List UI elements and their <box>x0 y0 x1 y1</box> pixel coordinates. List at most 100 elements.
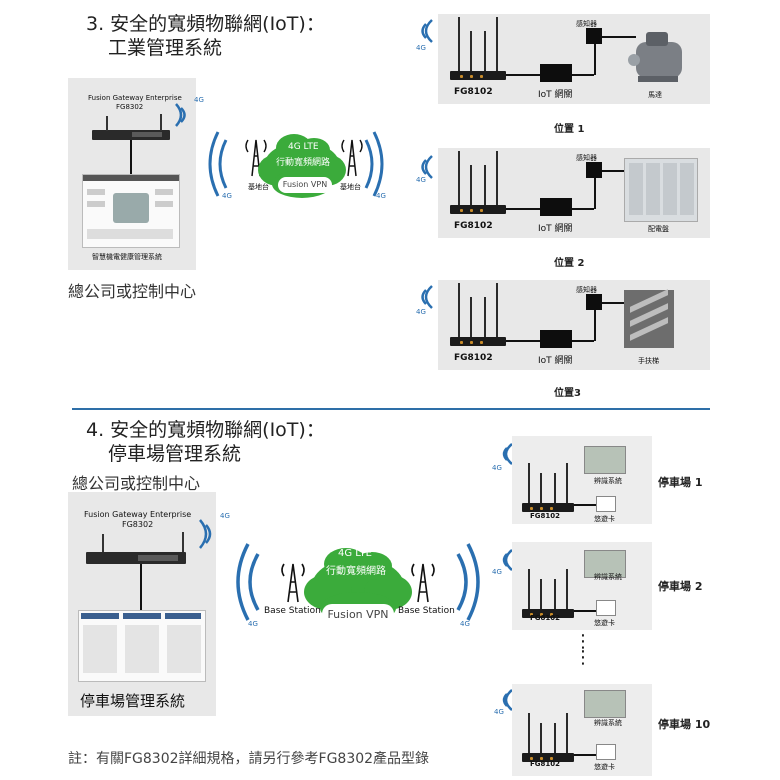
section3-4g-right: 4G <box>376 192 386 200</box>
section3-title-line1: 3. 安全的寬頻物聯網(IoT)： <box>86 13 325 35</box>
hq-panel: Fusion Gateway Enterprise FG8302 智慧機電健康管… <box>68 78 196 270</box>
site1-device-label: 馬達 <box>648 91 662 99</box>
lot2-router <box>522 568 574 618</box>
lot1-4g-label: 4G <box>492 464 502 472</box>
section4-base-station-right: Base Station <box>398 606 455 616</box>
hq-4g-label: 4G <box>194 96 204 104</box>
site2-sensor-box <box>586 162 602 178</box>
lot10-signal-icon <box>502 689 513 711</box>
lot10-4g-label: 4G <box>494 708 504 716</box>
lot1-label: 停車場 1 <box>658 476 703 489</box>
monitor-screenshot <box>82 174 180 248</box>
hq-device-name: Fusion Gateway Enterprise <box>88 94 182 102</box>
lot2-signal-icon <box>502 549 513 571</box>
site3-signal-icon <box>421 285 433 309</box>
site1-gateway-box <box>540 64 572 82</box>
section3-title-line2: 工業管理系統 <box>108 37 223 59</box>
parking-hq-caption: 停車場管理系統 <box>80 692 186 710</box>
section3-4g-left: 4G <box>222 192 232 200</box>
hq-caption: 智慧機電健康管理系統 <box>92 253 162 261</box>
motor-image <box>628 24 688 86</box>
site2-4g-label: 4G <box>416 176 426 184</box>
section3-base-station-left: 基地台 <box>248 183 269 191</box>
section4-4g-right: 4G <box>460 620 470 628</box>
lot1-camera-image <box>584 446 626 474</box>
site1-signal-icon <box>421 19 433 43</box>
lot2-recognition-label: 辨識系統 <box>594 573 622 581</box>
section4-cloud-line2: 行動寬頻網路 <box>326 566 386 577</box>
section4-network-diagram <box>236 543 480 624</box>
lot1-recognition-label: 辨識系統 <box>594 477 622 485</box>
site1-location-label: 位置 1 <box>554 124 585 135</box>
lot2-panel: 辨識系統 FG8102 悠遊卡 <box>512 542 652 630</box>
enterprise-router <box>92 130 170 140</box>
parking-hq-panel: Fusion Gateway Enterprise FG8302 停車場管理系統 <box>68 492 216 716</box>
footnote: 註：有關FG8302詳細規格，請另行參考FG8302產品型錄 <box>68 751 430 767</box>
lot-ellipsis-2: ⋮ <box>574 647 592 668</box>
site2-location-label: 位置 2 <box>554 258 585 269</box>
site1-sensor-box <box>586 28 602 44</box>
site2-sensor-label: 感知器 <box>576 154 597 162</box>
hq-device-model: FG8302 <box>116 103 144 111</box>
escalator-image <box>624 289 674 348</box>
section3-hq-label: 總公司或控制中心 <box>68 282 197 301</box>
site1-router-label: FG8102 <box>454 87 493 97</box>
parking-hq-signal-icon <box>199 519 212 549</box>
parking-hq-device-name: Fusion Gateway Enterprise <box>84 510 192 519</box>
lot2-4g-label: 4G <box>492 568 502 576</box>
lot2-card-label: 悠遊卡 <box>594 619 615 627</box>
lot-ellipsis: ⋮ <box>574 631 592 652</box>
lot2-router-label: FG8102 <box>530 614 561 622</box>
site2-router-label: FG8102 <box>454 221 493 231</box>
lot10-card-label: 悠遊卡 <box>594 763 615 771</box>
section4-base-station-left: Base Station <box>264 606 321 616</box>
site1-gateway-label: IoT 網關 <box>538 90 573 100</box>
section4-title-line2: 停車場管理系統 <box>108 443 242 465</box>
site2-gateway-label: IoT 網關 <box>538 224 573 234</box>
lot10-label: 停車場 10 <box>658 718 711 731</box>
site3-router <box>450 283 506 346</box>
lot1-router-label: FG8102 <box>530 512 561 520</box>
section4-hq-label: 總公司或控制中心 <box>72 474 201 493</box>
parking-hq-4g-label: 4G <box>220 512 230 520</box>
section3-cloud-line2: 行動寬頻網路 <box>276 158 331 168</box>
lot2-label: 停車場 2 <box>658 580 703 593</box>
site3-location-label: 位置3 <box>554 388 581 399</box>
site3-gateway-label: IoT 網關 <box>538 356 573 366</box>
parking-enterprise-router <box>86 552 186 564</box>
section4-cloud-line1: 4G LTE <box>338 548 372 559</box>
lot1-card-image <box>596 496 616 512</box>
site2-signal-icon <box>421 155 433 179</box>
section-divider <box>72 408 710 410</box>
section4-title-line1: 4. 安全的寬頻物聯網(IoT)： <box>86 419 325 441</box>
site2-gateway-box <box>540 198 572 216</box>
lot1-signal-icon <box>502 443 513 465</box>
lot10-card-image <box>596 744 616 760</box>
lot10-camera-image <box>584 690 626 718</box>
lot10-router <box>522 712 574 762</box>
lot10-panel: 辨識系統 FG8102 悠遊卡 <box>512 684 652 776</box>
site3-4g-label: 4G <box>416 308 426 316</box>
lot2-camera-image <box>584 550 626 578</box>
site3-panel: FG8102 IoT 網關 感知器 手扶梯 <box>438 280 710 370</box>
site1-router <box>450 17 506 80</box>
lot1-card-label: 悠遊卡 <box>594 515 615 523</box>
site2-device-label: 配電盤 <box>648 225 669 233</box>
lot2-card-image <box>596 600 616 616</box>
site3-gateway-box <box>540 330 572 348</box>
site1-4g-label: 4G <box>416 44 426 52</box>
parking-monitor-screenshot <box>78 610 206 682</box>
site2-panel: FG8102 IoT 網關 感知器 配電盤 <box>438 148 710 238</box>
section4-vpn-badge: Fusion VPN <box>322 604 394 626</box>
lot10-recognition-label: 辨識系統 <box>594 719 622 727</box>
hq-signal-icon <box>175 103 186 127</box>
lot10-router-label: FG8102 <box>530 760 561 768</box>
site2-router <box>450 151 506 214</box>
site3-sensor-box <box>586 294 602 310</box>
section3-vpn-badge: Fusion VPN <box>278 177 332 193</box>
section4-4g-left: 4G <box>248 620 258 628</box>
section3-base-station-right: 基地台 <box>340 183 361 191</box>
switchboard-image <box>624 158 698 222</box>
parking-hq-device-model: FG8302 <box>122 520 154 529</box>
site3-device-label: 手扶梯 <box>638 357 659 365</box>
